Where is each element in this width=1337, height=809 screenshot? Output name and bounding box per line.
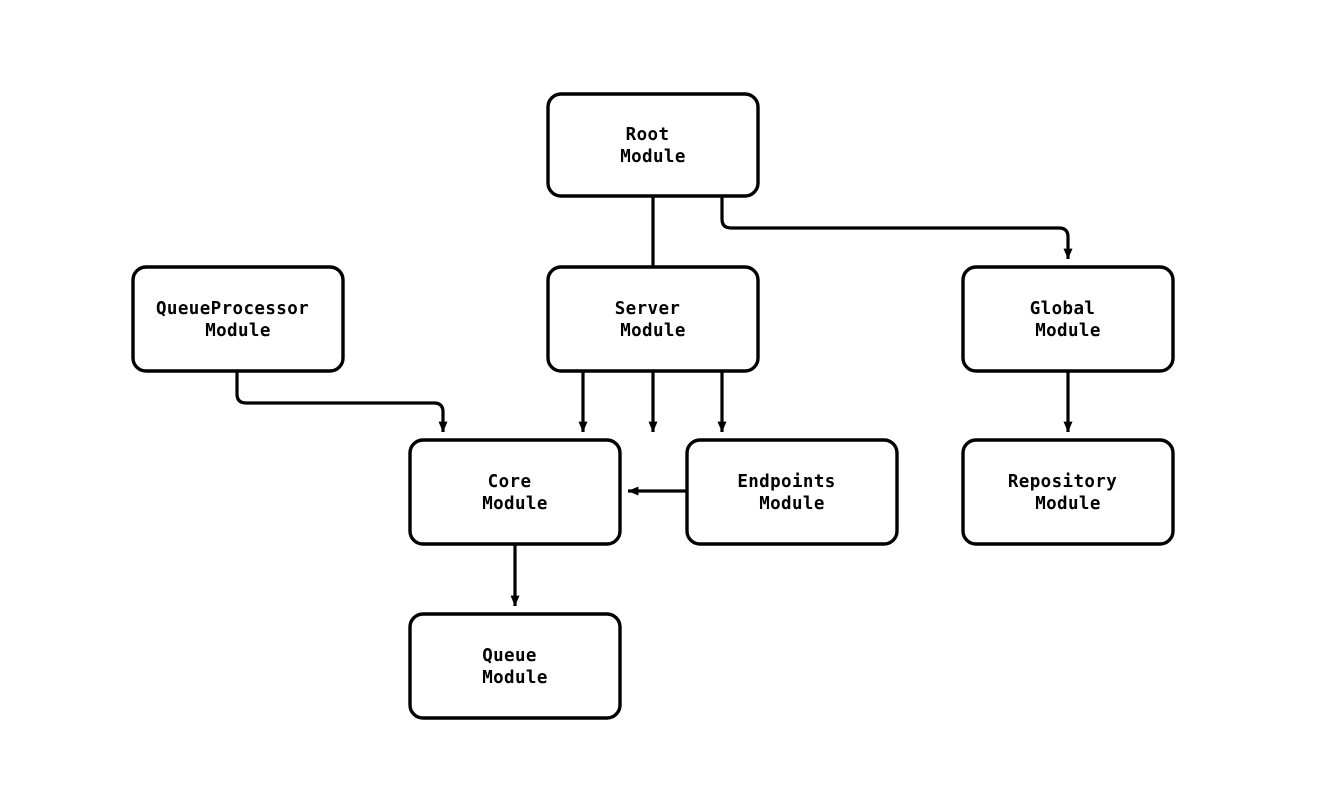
node-core-module-label: Core Module	[482, 472, 548, 514]
node-queueprocessor-module-line2: Module	[205, 321, 271, 341]
node-queueprocessor-module[interactable]: QueueProcessor Module	[131, 265, 345, 373]
node-endpoints-module-line2: Module	[759, 494, 825, 514]
edge-layer	[235, 196, 1073, 607]
node-server-module-label: Server Module	[615, 299, 692, 341]
node-server-module-line2: Module	[620, 321, 686, 341]
node-repository-module-line2: Module	[1035, 494, 1101, 514]
node-core-module[interactable]: Core Module	[408, 438, 622, 546]
node-global-module-line1: Global	[1030, 299, 1096, 319]
node-endpoints-module[interactable]: Endpoints Module	[685, 438, 899, 546]
node-queueprocessor-module-line1: QueueProcessor	[156, 299, 309, 319]
node-repository-module-line1: Repository	[1008, 472, 1117, 492]
node-root-module[interactable]: Root Module	[546, 92, 760, 198]
node-queue-module[interactable]: Queue Module	[408, 612, 622, 720]
node-repository-module-label: Repository Module	[1008, 472, 1128, 514]
node-repository-module[interactable]: Repository Module	[961, 438, 1175, 546]
node-core-module-line2: Module	[482, 494, 548, 514]
node-server-module-box[interactable]	[546, 265, 760, 373]
edge-root-to-global	[720, 196, 1073, 260]
node-root-module-line2: Module	[620, 147, 686, 167]
node-core-module-line1: Core	[488, 472, 532, 492]
node-queue-module-label: Queue Module	[482, 646, 548, 688]
node-endpoints-module-label: Endpoints Module	[737, 472, 846, 514]
node-queueprocessor-module-box[interactable]	[131, 265, 345, 373]
node-endpoints-module-line1: Endpoints	[737, 472, 835, 492]
node-root-module-line1: Root	[626, 125, 670, 145]
node-queue-module-box[interactable]	[408, 612, 622, 720]
node-repository-module-box[interactable]	[961, 438, 1175, 546]
node-root-module-label: Root Module	[620, 125, 686, 167]
node-global-module-line2: Module	[1035, 321, 1101, 341]
node-global-module-label: Global Module	[1030, 299, 1107, 341]
node-layer: Root Module QueueProcessor Module Server…	[131, 92, 1175, 720]
node-queue-module-line1: Queue	[482, 646, 537, 666]
edge-queueprocessor-to-core	[235, 371, 448, 433]
node-endpoints-module-box[interactable]	[685, 438, 899, 546]
node-queueprocessor-module-label: QueueProcessor Module	[156, 299, 320, 341]
node-global-module-box[interactable]	[961, 265, 1175, 373]
node-server-module-line1: Server	[615, 299, 681, 319]
node-global-module[interactable]: Global Module	[961, 265, 1175, 373]
node-queue-module-line2: Module	[482, 668, 548, 688]
node-core-module-box[interactable]	[408, 438, 622, 546]
node-server-module[interactable]: Server Module	[546, 265, 760, 373]
node-root-module-box[interactable]	[546, 92, 760, 198]
